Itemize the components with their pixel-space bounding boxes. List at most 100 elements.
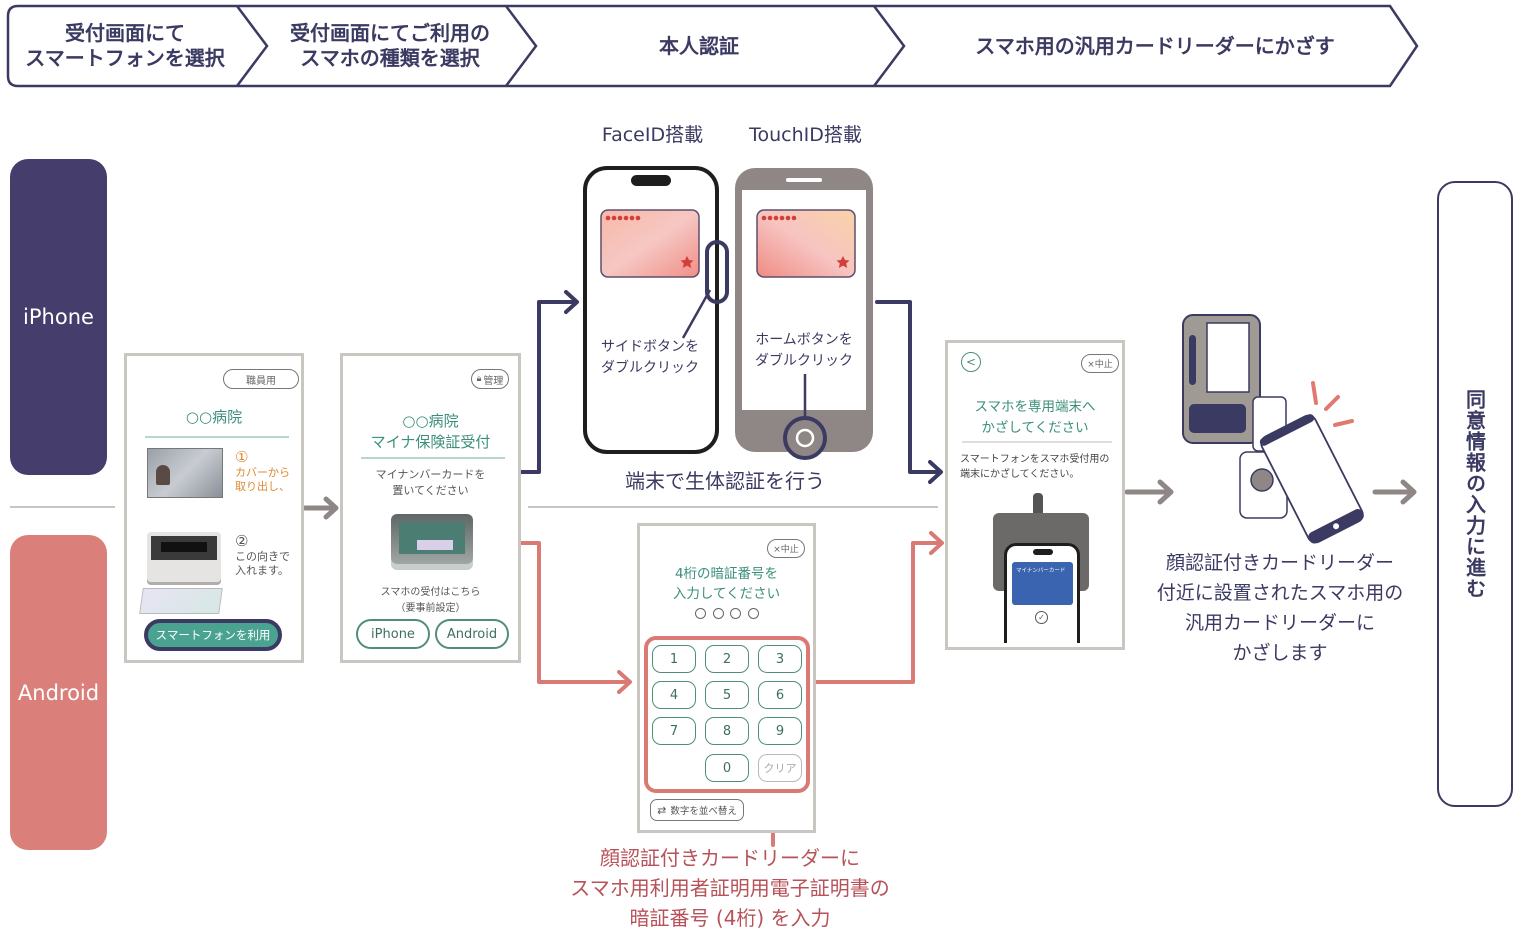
use-smartphone-button[interactable]: スマートフォンを利用 (144, 619, 282, 651)
smartphone-note: スマホの受付はこちら（要事前設定） (380, 587, 481, 614)
home-button-highlight (783, 416, 827, 460)
key-3[interactable]: 3 (758, 645, 802, 673)
reception-screen-2: 🔒︎管理 ○○病院 マイナ保険証受付 マイナンバーカードを置いてください スマホ… (340, 353, 521, 663)
tap-instruction: スマートフォンをスマホ受付用の端末にかざしてください。 (960, 454, 1110, 480)
step-header (6, 4, 1419, 88)
check-icon: ✓ (1035, 611, 1048, 624)
reception-screen-1: 職員用 ○○病院 ① カバーから取り出し、 ② この向きで入れます。 スマートフ… (124, 353, 304, 663)
shuffle-button[interactable]: ⇄ 数字を並べ替え (650, 799, 744, 821)
pin-entry-screen: ×中止 4桁の暗証番号を入力してください 1 2 3 4 5 6 7 8 9 0… (637, 523, 816, 833)
key-9[interactable]: 9 (758, 717, 802, 745)
screen2-title: ○○病院 マイナ保険証受付 (343, 411, 518, 453)
card-dots (605, 215, 641, 221)
touchid-instruction: ホームボタンをダブルクリック (755, 332, 853, 369)
portrait-icon (156, 465, 170, 485)
arrow-screen1-to-screen2 (302, 496, 339, 520)
step2-text: この向きで入れます。 (235, 550, 290, 577)
id-card (600, 209, 700, 278)
dynamic-island (631, 175, 671, 186)
place-card-instruction: マイナンバーカードを置いてください (375, 468, 486, 497)
key-clear[interactable]: クリア (758, 754, 802, 782)
key-0[interactable]: 0 (705, 754, 749, 782)
card-reader-image (391, 514, 473, 564)
key-1[interactable]: 1 (652, 645, 696, 673)
arrow-to-reader (1124, 479, 1174, 505)
step-divider-2 (505, 5, 538, 87)
key-5[interactable]: 5 (705, 681, 749, 709)
admin-button[interactable]: 🔒︎管理 (471, 369, 509, 389)
signal-lines-icon (1311, 381, 1354, 427)
reader-caption: 顔認証付きカードリーダー 付近に設置されたスマホ用の 汎用カードリーダーに かざ… (1156, 552, 1404, 664)
step1-number: ① (235, 448, 249, 466)
cancel-button[interactable]: ×中止 (1081, 354, 1119, 373)
pin-dot (747, 608, 759, 619)
lane-android-label: Android (17, 680, 100, 705)
touchid-title: TouchID搭載 (749, 124, 862, 146)
tap-title: スマホを専用端末へかざしてください (974, 399, 1096, 436)
key-8[interactable]: 8 (705, 717, 749, 745)
pin-dot (712, 608, 724, 619)
pin-caption: 顔認証付きカードリーダーに スマホ用利用者証明用電子証明書の 暗証番号 (4桁)… (570, 846, 890, 930)
card-reader-illustration (1182, 314, 1364, 544)
divider (962, 441, 1112, 443)
step-header-outline (6, 4, 1419, 88)
sakura-icon (836, 256, 850, 268)
mynumber-card-image (147, 448, 223, 498)
pin-dot (730, 608, 742, 619)
pin-dots (695, 608, 759, 619)
lane-iphone-label: iPhone (23, 305, 94, 329)
step-divider-3 (873, 5, 906, 87)
pin-title: 4桁の暗証番号を入力してください (672, 566, 781, 602)
hospital-name: ○○病院 (185, 408, 243, 426)
lane-android: Android (10, 535, 107, 850)
faceid-title: FaceID搭載 (601, 124, 704, 146)
pin-dot (695, 608, 706, 619)
key-4[interactable]: 4 (652, 681, 696, 709)
phone-on-terminal: マイナンバーカード ✓ (1004, 543, 1080, 643)
tap-phone-screen: < ×中止 スマホを専用端末へかざしてください スマートフォンをスマホ受付用の端… (945, 340, 1125, 650)
card-label: マイナンバーカード (1016, 568, 1066, 574)
lane-iphone: iPhone (10, 159, 107, 475)
hospital-name: ○○病院 (402, 412, 459, 430)
step1-text: カバーから取り出し、 (235, 466, 290, 493)
side-button-highlight (705, 240, 729, 304)
card-insert-image (139, 588, 223, 614)
arrow-to-final-step (1372, 479, 1417, 505)
touchid-phone-illustration (735, 168, 873, 460)
step-4-label: スマホ用の汎用カードリーダーにかざす (975, 33, 1335, 58)
key-2[interactable]: 2 (705, 645, 749, 673)
divider (361, 457, 505, 459)
final-step-label: 同意情報の入力に進む (1462, 389, 1487, 599)
step-2-label: 受付画面にてご利用のスマホの種類を選択 (290, 21, 490, 70)
back-button[interactable]: < (961, 352, 981, 372)
step-divider-1 (236, 5, 269, 87)
sakura-icon (680, 256, 694, 268)
keypad-highlight (644, 636, 810, 793)
cancel-button[interactable]: ×中止 (767, 539, 805, 558)
biometric-caption: 端末で生体認証を行う (625, 469, 825, 493)
lock-icon: 🔒︎ (476, 374, 482, 384)
divider (145, 436, 289, 438)
step-3-label: 本人認証 (659, 33, 739, 58)
card-reader-image (147, 532, 221, 582)
iphone-flow-arrow (519, 290, 943, 484)
staff-button[interactable]: 職員用 (223, 369, 299, 389)
step2-number: ② (235, 532, 249, 550)
android-button[interactable]: Android (435, 619, 509, 649)
iphone-button[interactable]: iPhone (356, 619, 430, 649)
shuffle-icon: ⇄ (657, 803, 667, 817)
step-1-label: 受付画面にてスマートフォンを選択 (25, 21, 225, 70)
card-dots (761, 215, 797, 221)
faceid-instruction: サイドボタンをダブルクリック (601, 339, 699, 376)
faceid-phone-illustration (583, 166, 729, 454)
key-6[interactable]: 6 (758, 681, 802, 709)
dynamic-island (1033, 549, 1053, 555)
service-subtitle: マイナ保険証受付 (370, 433, 491, 451)
final-step-box: 同意情報の入力に進む (1437, 181, 1513, 807)
tilted-smartphone (1259, 414, 1364, 544)
key-7[interactable]: 7 (652, 717, 696, 745)
cable (1033, 493, 1043, 523)
home-button-icon (795, 428, 815, 448)
mynumber-card-digital: マイナンバーカード (1012, 562, 1073, 605)
